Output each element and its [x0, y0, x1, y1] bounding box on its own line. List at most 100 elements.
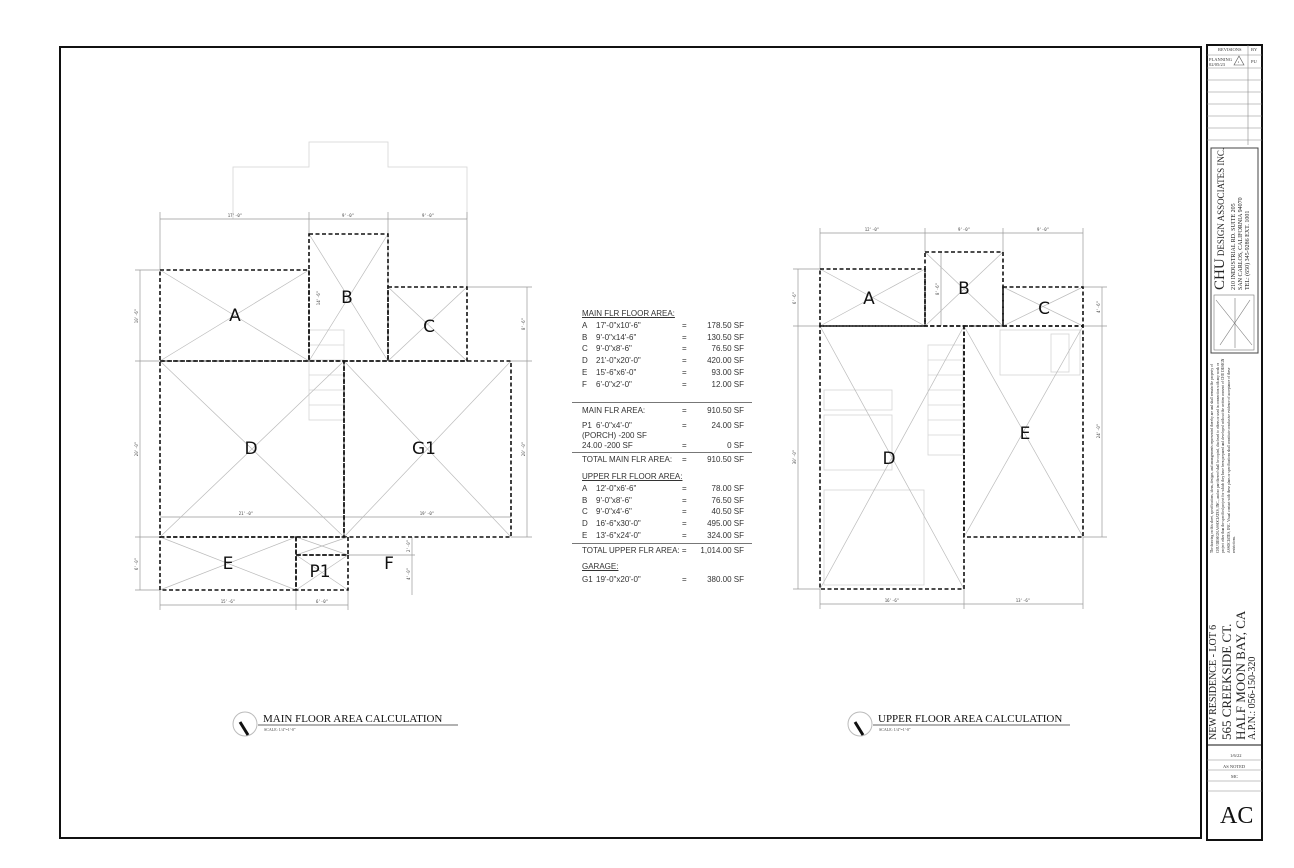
revision-1-by: PU: [1251, 59, 1257, 64]
roof-outline: [232, 141, 468, 219]
dim-label: 20'-0": [521, 442, 526, 456]
room-diagonal: [1002, 286, 1084, 327]
cell-dims: 12'-0"x6'-6": [596, 484, 637, 493]
room-diagonal: [819, 325, 965, 590]
divider: [572, 402, 752, 403]
cell-dims: 13'-6"x24'-0": [596, 530, 641, 540]
room-label-d: D: [882, 449, 895, 469]
cell-eq: =: [682, 367, 687, 377]
porch-calc-row: 24.00 -200 SF = 0 SF: [582, 441, 744, 451]
cell-area: 76.50 SF: [711, 495, 744, 505]
dim-label: 13'-6": [1016, 598, 1030, 603]
firm-phone: TEL: (650) 345-9286 EXT. 1001: [1245, 210, 1251, 290]
main-area-row: MAIN FLR AREA: = 910.50 SF: [582, 406, 744, 416]
room-diagonal: [308, 233, 389, 362]
drawn-value: MC: [1231, 774, 1239, 779]
date-value: 1/6/22: [1230, 753, 1242, 758]
dim-label: 6'-6": [792, 292, 797, 304]
project-line-1: NEW RESIDENCE - LOT 6: [1208, 624, 1219, 740]
cell-id: D: [582, 356, 588, 366]
divider: [572, 543, 752, 544]
dim-label: 8'-6": [935, 283, 940, 295]
room-diagonal: [963, 325, 1084, 538]
cell-dims: 15'-6"x6'-0": [596, 367, 637, 377]
cell-area: 178.50 SF: [707, 321, 744, 330]
room-diagonal: [295, 536, 349, 556]
cell-dims: 9'-0"x8'-6": [596, 495, 632, 505]
firm-address-1: 210 INDUSTRIAL RD. SUITE 205: [1231, 203, 1237, 290]
eq: =: [682, 421, 687, 430]
eq: =: [682, 441, 687, 450]
dim-label: 10'-6": [134, 309, 139, 323]
room-diagonal: [159, 269, 310, 362]
cell-eq: =: [682, 519, 687, 529]
room-label-p1: P1: [309, 562, 330, 582]
cell-id: C: [582, 507, 588, 517]
cell-eq: =: [682, 530, 687, 540]
dim-label: 8'-6": [521, 318, 526, 330]
dim-label: 9'-0": [1037, 227, 1049, 232]
dim-label: 16'-6": [885, 598, 899, 603]
main-floor-plan: A B C D G1 E P1 F 17'-0" 9'-0" 9'-0" 21'…: [134, 141, 532, 610]
dim-label: 20'-0": [134, 442, 139, 456]
eq: =: [682, 575, 687, 584]
room-label-f: F: [384, 554, 394, 574]
room-label-g1: G1: [412, 439, 436, 459]
cell-id: B: [582, 495, 588, 505]
upper-floor-heading: UPPER FLR FLOOR AREA:: [582, 472, 683, 481]
divider: [572, 452, 752, 453]
cell-eq: =: [682, 507, 687, 517]
cell-area: 12.00 SF: [711, 379, 744, 389]
room-label-b: B: [341, 288, 353, 308]
dim-label: 9'-0": [342, 213, 354, 218]
room-label-a: A: [229, 306, 241, 326]
upper-plan-title: UPPER FLOOR AREA CALCULATION: [878, 713, 1063, 725]
room-diagonal: [159, 536, 297, 591]
value: 910.50 SF: [707, 455, 744, 464]
room-diagonal: [159, 360, 345, 538]
garage-heading: GARAGE:: [582, 562, 619, 571]
room-outline-f: [295, 536, 349, 556]
dim-label: 9'-0": [958, 227, 970, 232]
cell-id: A: [582, 321, 588, 330]
cell-dims: 6'-0"x2'-0": [596, 379, 632, 389]
value: 24.00 SF: [711, 421, 744, 430]
cell-dims: 21'-0"x20'-0": [596, 356, 641, 366]
room-label-a: A: [863, 289, 875, 309]
stair: [308, 329, 345, 421]
dim-label: 6'-0": [134, 558, 139, 570]
cell-area: 324.00 SF: [707, 530, 744, 540]
dim-label: 15'-6": [221, 599, 235, 604]
firm-logo: [1213, 294, 1255, 351]
firm-name-big: CHU: [1212, 258, 1228, 290]
cell-area: 130.50 SF: [707, 332, 744, 342]
dim-label: 24'-0": [1096, 424, 1101, 438]
cell-eq: =: [682, 356, 687, 366]
note: (PORCH) -200 SF: [582, 431, 647, 440]
dim-label: 30'-0": [792, 450, 797, 464]
dims: 6'-0"x4'-0": [596, 421, 632, 430]
cell-area: 40.50 SF: [711, 507, 744, 517]
cell-dims: 17'-0"x10'-6": [596, 321, 641, 330]
revision-1: PLANNING 02/05/23: [1209, 57, 1232, 67]
cell-dims: 9'-0"x8'-6": [596, 344, 632, 354]
cell-area: 78.00 SF: [711, 484, 744, 493]
project-line-4: A.P.N.: 056-150-320: [1247, 656, 1258, 740]
eq: =: [682, 455, 687, 464]
cell-eq: =: [682, 495, 687, 505]
interior-walls: [823, 329, 1081, 586]
label: MAIN FLR AREA:: [582, 406, 646, 415]
id: G1: [582, 575, 593, 584]
eq: =: [682, 406, 687, 415]
dim-label: 2'-0": [406, 540, 411, 552]
scale-value: AS NOTED: [1223, 764, 1246, 769]
cell-id: F: [582, 379, 587, 389]
room-diagonal: [387, 286, 468, 362]
cell-eq: =: [682, 484, 687, 493]
title-block-grid: [1207, 45, 1262, 792]
